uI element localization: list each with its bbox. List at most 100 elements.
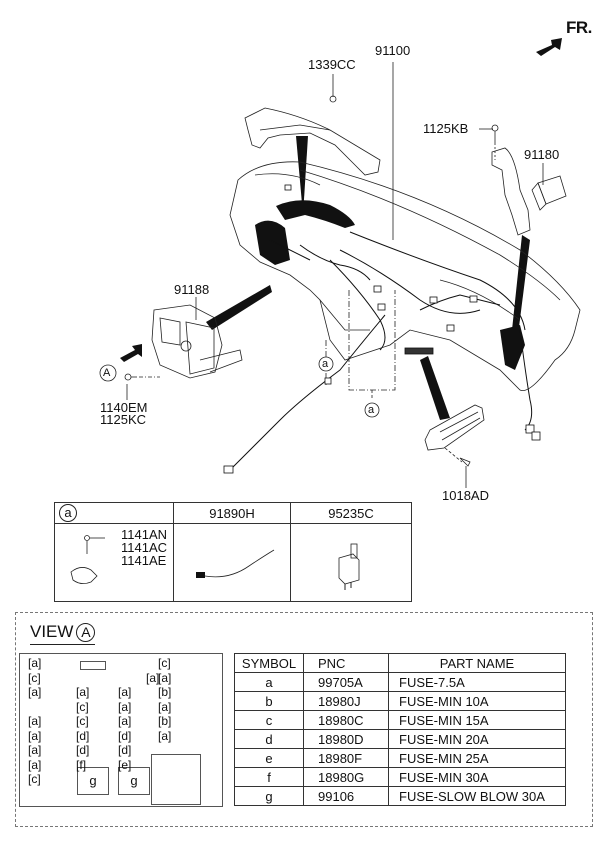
side-bracket bbox=[491, 147, 531, 236]
fuse-box-slot-blank bbox=[80, 661, 106, 670]
fuse-slot-c: c bbox=[76, 701, 89, 713]
part-label-1125KC: 1125KC bbox=[100, 412, 147, 427]
relay-slot bbox=[151, 754, 201, 805]
fuse-slot-a: a bbox=[146, 672, 159, 684]
fuse-slot-a: a bbox=[28, 686, 41, 698]
fuse-part-name: FUSE-MIN 15A bbox=[388, 710, 566, 730]
part-label-91188: 91188 bbox=[174, 282, 210, 297]
extension-wire bbox=[229, 314, 386, 471]
callout-header-95235C: 95235C bbox=[290, 502, 412, 524]
part-label-1339CC: 1339CC bbox=[308, 57, 356, 72]
fuse-box-layout: g g accaaaaabcaaacabaddaaddafec bbox=[19, 653, 223, 807]
cover-bracket bbox=[244, 107, 381, 176]
fuse-pnc: 18980G bbox=[303, 767, 389, 787]
part-label-91180: 91180 bbox=[524, 147, 560, 162]
fuse-slot-a: a bbox=[76, 686, 89, 698]
fuse-slot-b: b bbox=[158, 686, 171, 698]
fuse-part-name: FUSE-7.5A bbox=[388, 672, 566, 692]
fuse-slot-a: a bbox=[28, 759, 41, 771]
fuse-slot-a: a bbox=[28, 715, 41, 727]
fuse-slot-g: g bbox=[118, 767, 150, 795]
view-a-marker-label: A bbox=[103, 367, 111, 379]
fuse-slot-a: a bbox=[158, 730, 171, 742]
callout-cell-bolts: 1141AN 1141AC 1141AE bbox=[54, 523, 174, 602]
fuse-slot-a: a bbox=[28, 730, 41, 742]
fuse-slot-a: a bbox=[158, 672, 171, 684]
fuse-pnc: 18980F bbox=[303, 748, 389, 768]
part-label-1125KB: 1125KB bbox=[423, 121, 469, 136]
fuse-slot-a: a bbox=[28, 657, 41, 669]
connectors bbox=[223, 184, 541, 474]
dashboard-outline bbox=[229, 161, 581, 392]
fuse-part-name: FUSE-MIN 25A bbox=[388, 748, 566, 768]
fuse-slot-c: c bbox=[28, 773, 41, 785]
fuse-symbol: a bbox=[234, 672, 304, 692]
fuse-pnc: 18980J bbox=[303, 691, 389, 711]
view-a-marker-circle bbox=[99, 364, 117, 382]
callout-table: a 91890H 95235C 1141AN 1141AC 1141AE bbox=[54, 502, 412, 602]
fuse-pnc: 99705A bbox=[303, 672, 389, 692]
fuse-slot-a: a bbox=[118, 686, 131, 698]
fuse-symbol: d bbox=[234, 729, 304, 749]
fuse-slot-f: f bbox=[76, 759, 86, 771]
fuse-table-header-part-name: PART NAME bbox=[388, 653, 566, 673]
part-label-1141AN: 1141AN bbox=[121, 527, 168, 542]
fuse-table-header-symbol: SYMBOL bbox=[234, 653, 304, 673]
part-label-91100: 91100 bbox=[375, 43, 411, 58]
fuse-pnc: 18980C bbox=[303, 710, 389, 730]
fuse-symbol: e bbox=[234, 748, 304, 768]
ref-circle-a bbox=[318, 356, 334, 372]
callout-header-a: a bbox=[54, 502, 174, 524]
fuse-part-name: FUSE-SLOW BLOW 30A bbox=[388, 786, 566, 806]
callout-cell-91890H bbox=[173, 523, 291, 602]
view-marker-circle: A bbox=[76, 623, 96, 642]
part-label-1141AE: 1141AE bbox=[121, 553, 167, 568]
extension-wire-illustration bbox=[196, 549, 275, 578]
harness-bundles bbox=[255, 200, 525, 370]
fuse-slot-d: d bbox=[76, 744, 89, 756]
fuse-pnc: 99106 bbox=[303, 786, 389, 806]
front-direction-arrow-icon bbox=[536, 38, 562, 56]
fuse-symbol: f bbox=[234, 767, 304, 787]
harness-wires bbox=[229, 231, 533, 471]
bolt-icon bbox=[491, 124, 499, 160]
fuse-part-name: FUSE-MIN 20A bbox=[388, 729, 566, 749]
ref-circle-a: a bbox=[59, 504, 77, 522]
callout-cell-95235C bbox=[290, 523, 412, 602]
fuse-slot-d: d bbox=[118, 744, 131, 756]
fuse-part-name: FUSE-MIN 30A bbox=[388, 767, 566, 787]
part-label-1140EM: 1140EM bbox=[100, 400, 148, 415]
bolt-icon bbox=[124, 373, 160, 381]
fuse-slot-e: e bbox=[118, 759, 131, 771]
ref-label-a: a bbox=[368, 404, 375, 416]
view-a-arrow-icon bbox=[120, 344, 142, 362]
part-label-1141AC: 1141AC bbox=[121, 540, 168, 555]
fuse-symbol: b bbox=[234, 691, 304, 711]
junction-box-91188 bbox=[151, 304, 243, 379]
fuse-part-name: FUSE-MIN 10A bbox=[388, 691, 566, 711]
fuse-slot-a: a bbox=[28, 744, 41, 756]
fuse-slot-d: d bbox=[76, 730, 89, 742]
view-title-text: VIEW bbox=[30, 622, 74, 641]
fuse-table-header-pnc: PNC bbox=[303, 653, 389, 673]
grille-bracket bbox=[424, 404, 485, 467]
fuse-slot-a: a bbox=[118, 715, 131, 727]
view-a-panel bbox=[15, 612, 593, 827]
callout-header-91890H: 91890H bbox=[173, 502, 291, 524]
leader-a2 bbox=[348, 290, 396, 391]
fuse-symbol: c bbox=[234, 710, 304, 730]
fuse-pnc: 18980D bbox=[303, 729, 389, 749]
fuse-symbol: g bbox=[234, 786, 304, 806]
module-91180 bbox=[531, 175, 567, 211]
fuse-slot-a: a bbox=[118, 701, 131, 713]
fuse-slot-b: b bbox=[158, 715, 171, 727]
